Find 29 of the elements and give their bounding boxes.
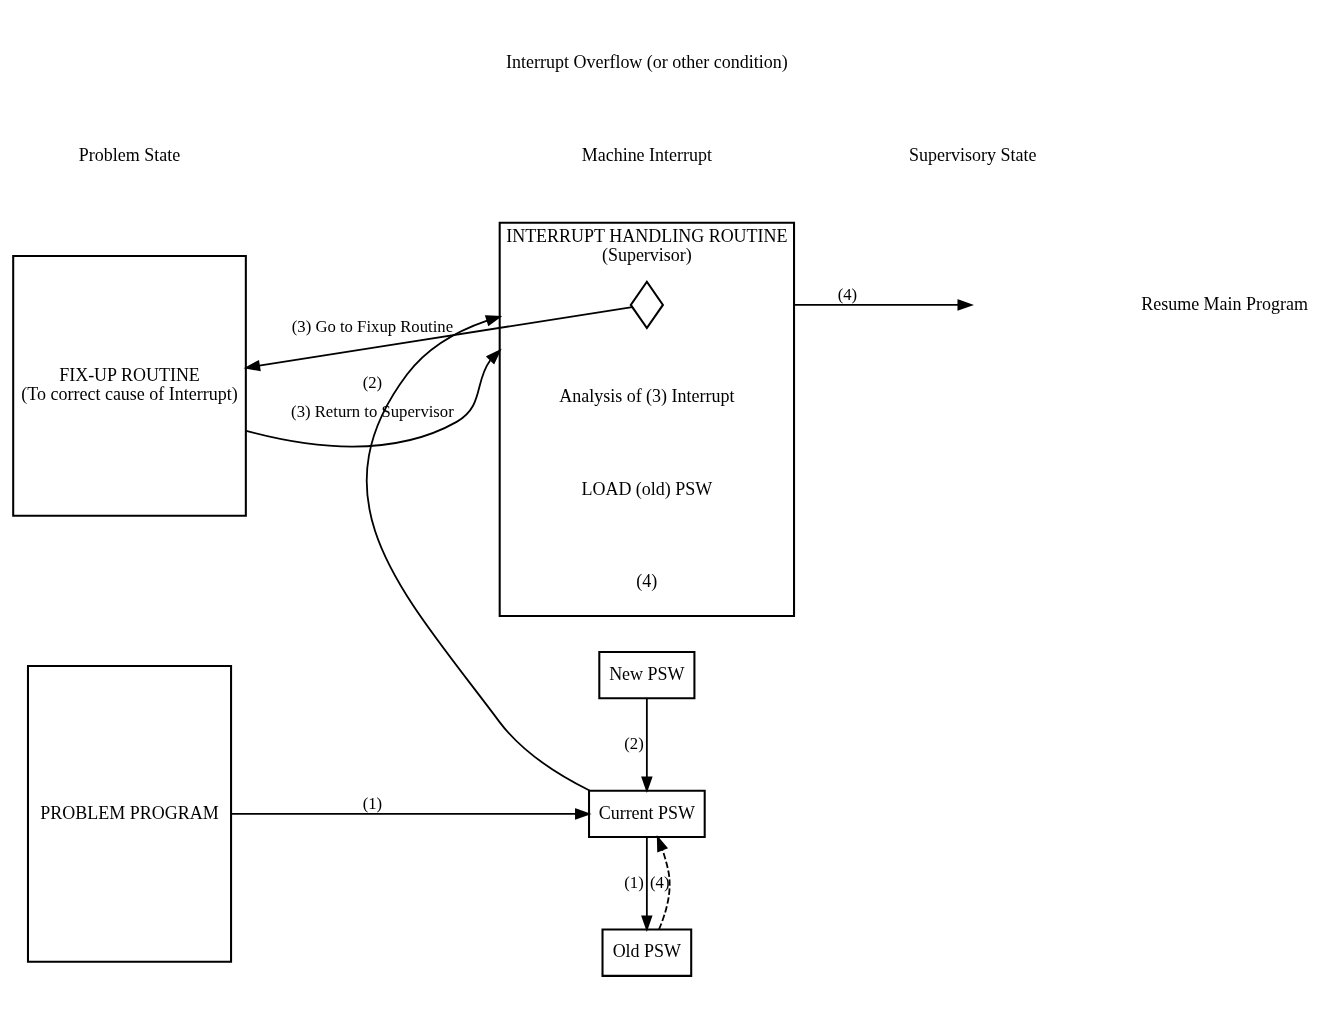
edge-label: (1) — [362, 793, 383, 813]
arrow — [366, 314, 591, 792]
arrow — [656, 834, 671, 930]
label: Machine Interrupt — [581, 144, 713, 165]
node-box: New PSW — [598, 650, 696, 699]
arrow — [245, 348, 502, 447]
label: LOAD (old) PSW — [581, 478, 713, 499]
arrow — [641, 835, 653, 932]
label: Problem State — [78, 144, 181, 165]
node-box: PROBLEM PROGRAM — [26, 664, 233, 963]
arrow — [243, 305, 634, 371]
edge-label: (4) — [649, 872, 670, 892]
edge-label: (4) — [837, 284, 858, 304]
node-box: Current PSW — [588, 789, 706, 838]
edge-label: (1) — [624, 872, 644, 892]
node-box: Old PSW — [601, 928, 693, 977]
arrow — [641, 696, 653, 793]
node-diamond — [629, 279, 665, 330]
label: Supervisory State — [909, 144, 1037, 165]
edge-label: (2) — [362, 372, 383, 392]
label: Interrupt Overflow (or other condition) — [506, 51, 788, 72]
label: Analysis of (3) Interrupt — [559, 385, 735, 406]
label: Resume Main Program — [1141, 293, 1309, 314]
label: (4) — [636, 570, 658, 591]
node-box: FIX-UP ROUTINE (To correct cause of Interrupt) — [12, 254, 247, 517]
arrow — [793, 298, 974, 311]
arrow — [230, 807, 592, 820]
edge-label: (2) — [624, 733, 644, 753]
edge-label: (3) Go to Fixup Routine — [291, 316, 454, 336]
